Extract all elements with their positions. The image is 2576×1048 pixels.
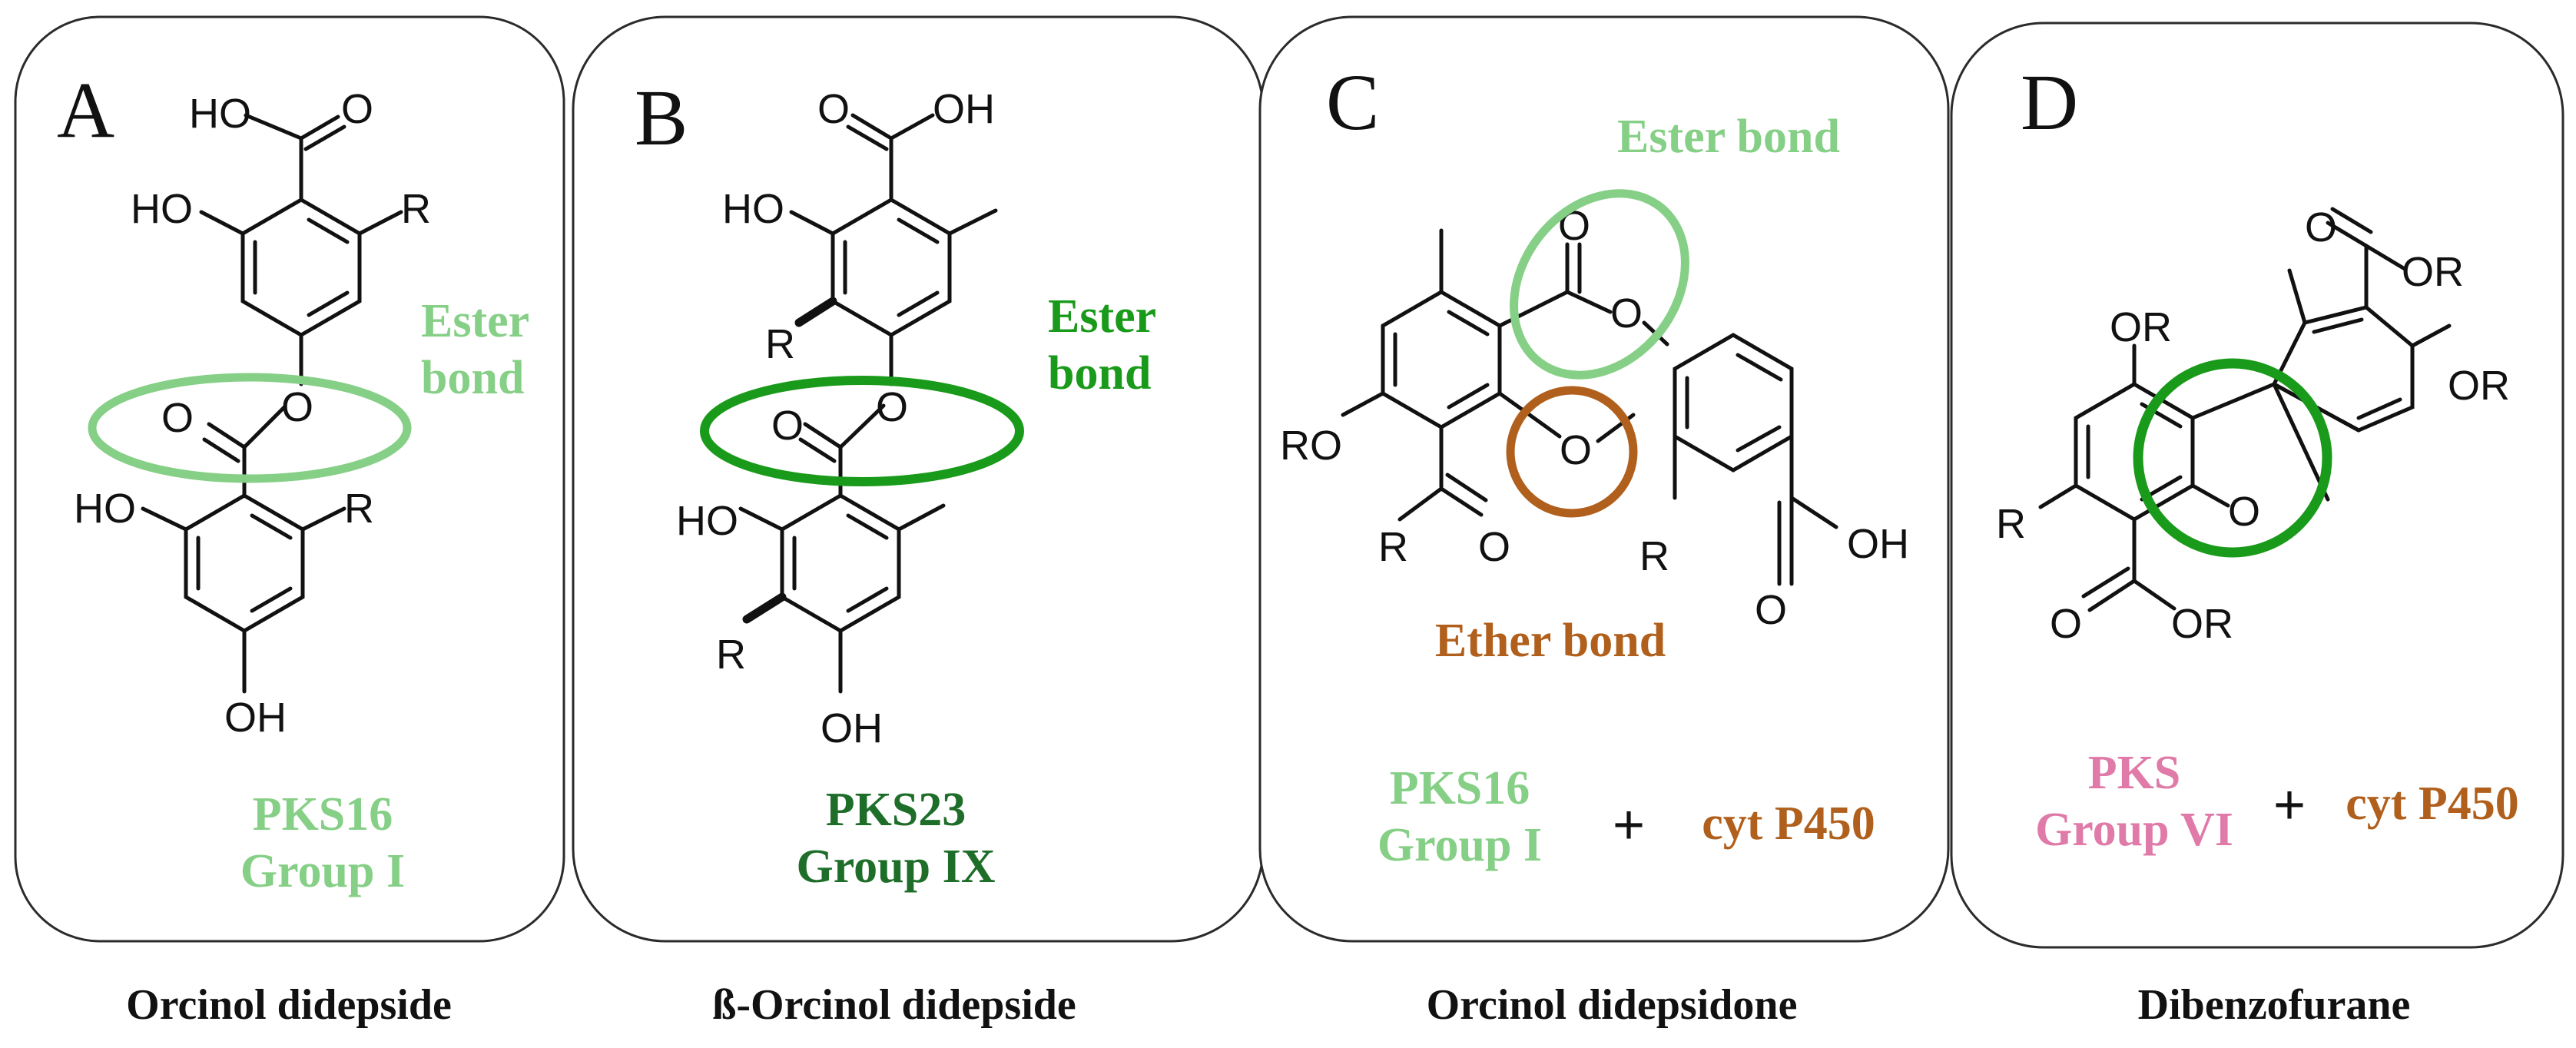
panel-b-enzyme-line1: PKS23 <box>826 784 966 836</box>
panel-d-enzyme-line2: Group VI <box>2035 804 2233 856</box>
panel-d: D <box>1950 22 2564 1029</box>
panel-c-ketone-r: R <box>1378 524 1408 570</box>
panel-b-ester-o: O <box>876 384 908 430</box>
panel-b-top-ho: HO <box>722 186 784 232</box>
panel-b-bond-label-line1: Ester <box>1048 290 1156 343</box>
panel-a-bottom-r: R <box>344 486 374 532</box>
panel-b-bond-label-line2: bond <box>1048 347 1151 400</box>
panel-b-caption: ß-Orcinol didepside <box>712 981 1076 1029</box>
panel-d-structure <box>2038 207 2452 612</box>
panel-c-cyp: cyt P450 <box>1702 798 1875 850</box>
panel-c-ester-label: Ester bond <box>1617 111 1840 163</box>
panel-d-cyp: cyt P450 <box>2346 778 2519 830</box>
panel-a-top-ho: HO <box>131 186 193 232</box>
panel-d-top-o: O <box>2305 204 2337 250</box>
panel-b-top-acid-o: O <box>817 86 850 132</box>
panel-c-plus: + <box>1613 794 1645 856</box>
panel-a-enzyme-line1: PKS16 <box>253 788 393 841</box>
panel-d-top-or: OR <box>2402 249 2464 295</box>
panel-a-ester-o: O <box>281 384 313 430</box>
panel-c: C <box>1258 15 1950 1029</box>
panel-a-top-r: R <box>401 186 431 232</box>
panel-c-ester-highlight <box>1510 189 1689 380</box>
panel-b-carbonyl-o: O <box>771 403 804 449</box>
panel-c-enzyme-line1: PKS16 <box>1390 762 1530 814</box>
panel-d-letter: D <box>2021 58 2078 147</box>
panel-a-top-acid-ho: HO <box>189 91 251 137</box>
panel-a-bond-label-line2: bond <box>421 352 524 404</box>
panel-c-acid-o: O <box>1755 587 1787 633</box>
panel-b-top-r: R <box>765 321 795 367</box>
panel-a: A <box>14 15 565 1029</box>
panel-d-left-r: R <box>1996 501 2026 547</box>
panel-b-bottom-oh: OH <box>821 705 883 751</box>
panel-c-ester-o: O <box>1610 290 1643 337</box>
panel-c-ether-highlight <box>1506 386 1638 518</box>
panel-d-bottom-or: OR <box>2171 601 2233 647</box>
panel-b-bottom-r: R <box>716 632 746 678</box>
panel-d-caption: Dibenzofurane <box>2138 981 2411 1029</box>
panel-c-ketone-o: O <box>1478 524 1510 570</box>
panel-b-bottom-ho: HO <box>676 498 738 544</box>
panel-b: B <box>572 15 1265 1029</box>
panel-d-left-or: OR <box>2110 304 2172 350</box>
panel-a-carbonyl-o: O <box>161 395 194 441</box>
panel-a-bond-label-line1: Ester <box>421 295 529 347</box>
panel-a-bottom-oh: OH <box>224 695 287 741</box>
panel-b-enzyme-line2: Group IX <box>797 841 996 893</box>
panel-a-enzyme-line2: Group I <box>240 845 405 897</box>
panel-c-enzyme-line2: Group I <box>1378 819 1542 871</box>
panel-b-letter: B <box>635 74 688 162</box>
panel-c-letter: C <box>1326 58 1379 147</box>
panel-a-caption: Orcinol didepside <box>126 981 452 1029</box>
panel-d-frame <box>1950 22 2564 949</box>
panel-a-letter: A <box>57 66 114 154</box>
panel-d-furan-highlight <box>2133 358 2332 558</box>
panel-b-ester-highlight <box>700 376 1024 486</box>
panel-d-bottom-o: O <box>2050 601 2082 647</box>
panel-d-plus: + <box>2273 774 2306 836</box>
panel-c-ro: RO <box>1280 423 1342 469</box>
panel-c-acid-oh: OH <box>1847 521 1909 567</box>
panel-c-ether-label: Ether bond <box>1435 615 1666 667</box>
panel-a-ester-highlight <box>88 373 412 483</box>
panel-c-frame <box>1258 15 1950 943</box>
panel-a-top-acid-o: O <box>341 86 373 132</box>
panel-a-bottom-ho: HO <box>74 486 136 532</box>
panel-c-ether-o: O <box>1560 427 1592 473</box>
panel-d-furan-o: O <box>2228 489 2260 535</box>
panel-b-structure <box>738 113 998 694</box>
panel-b-top-acid-oh: OH <box>933 86 995 132</box>
panel-c-right-r: R <box>1639 533 1669 579</box>
panel-d-enzyme-line1: PKS <box>2088 747 2181 799</box>
panel-d-right-or: OR <box>2448 363 2510 409</box>
panel-c-caption: Orcinol didepsidone <box>1427 981 1798 1029</box>
